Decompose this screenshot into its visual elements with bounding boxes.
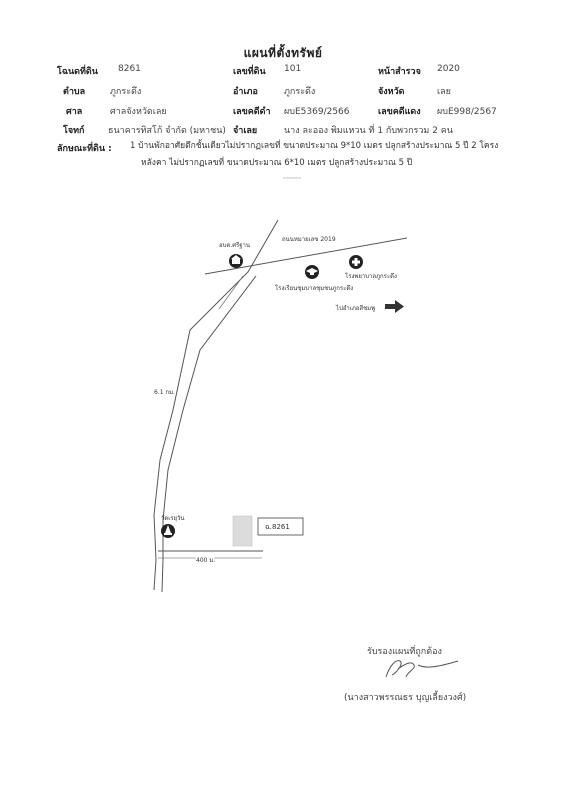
- court-value: ศาลจังหวัดเลย: [110, 107, 167, 117]
- graduation-cap-icon: [305, 265, 319, 279]
- defendant-label: จำเลย: [233, 126, 258, 136]
- road-parallel: [161, 275, 257, 593]
- province-label: จังหวัด: [378, 87, 405, 97]
- red-case-label: เลขคดีแดง: [378, 107, 421, 117]
- black-case-value: ผบE5369/2566: [284, 107, 350, 117]
- building-icon: [229, 254, 243, 268]
- subdistrict-label: ตำบล: [63, 87, 86, 97]
- hospital-label: โรงพยาบาลภูกระดึง: [345, 272, 397, 280]
- road-2019: [204, 237, 408, 275]
- land-desc-line1: 1 บ้านพักอาศัยตึกชั้นเดียวไม่ปรากฏเลขที่…: [130, 141, 499, 151]
- district-label: อำเภอ: [233, 87, 258, 97]
- defendant-value: นาง ละออง พิมแหวน ที่ 1 กับพวกรวม 2 คน: [284, 126, 453, 136]
- deed-no-value: 8261: [118, 64, 141, 74]
- deed-no-label: โฉนดที่ดิน: [57, 67, 98, 77]
- survey-page-value: 2020: [437, 64, 460, 74]
- school-label: โรงเรียนชุมบาลชุมชนภูกระดึง: [275, 284, 353, 292]
- hospital-cross-icon: [349, 255, 363, 269]
- court-label: ศาล: [66, 107, 83, 117]
- land-no-label: เลขที่ดิน: [233, 67, 266, 77]
- red-case-value: ผบE998/2567: [437, 107, 497, 117]
- temple-stupa-icon: [161, 524, 175, 538]
- handwritten-signature: [385, 660, 459, 678]
- parcel-label: ฉ.8261: [265, 523, 290, 531]
- road-label: ถนนหมายเลข 2019: [282, 236, 336, 243]
- black-case-label: เลขคดีดำ: [233, 107, 271, 117]
- plaintiff-label: โจทก์: [63, 126, 85, 136]
- road-main: [153, 219, 279, 591]
- arrow-right-icon: [385, 300, 404, 313]
- land-desc-line2: หลังคา ไม่ปรากฏเลขที่ ขนาดประมาณ 6*10 เม…: [141, 158, 413, 168]
- land-no-value: 101: [284, 64, 302, 74]
- temple-label: วัดเรยุวัน: [161, 515, 185, 522]
- land-desc-label: ลักษณะที่ดิน :: [57, 144, 112, 154]
- parcel-label-box: [257, 517, 304, 536]
- distance-label: 6.1 กม.: [154, 389, 175, 396]
- office-label: อบต.ศรีฐาน: [219, 241, 250, 249]
- signer-name: (นางสาวพรรณธร บุญเลี้ยงวงศ์): [344, 693, 467, 703]
- province-value: เลย: [437, 87, 451, 97]
- subdistrict-value: ภูกระดึง: [110, 87, 142, 97]
- page-title: แผนที่ตั้งทรัพย์: [243, 46, 323, 60]
- road-branch: [218, 275, 244, 310]
- plaintiff-value: ธนาคารทิสโก้ จำกัด (มหาชน): [108, 126, 226, 136]
- direction-label: ไปอำเภอสีชมพู: [335, 304, 375, 312]
- parcel-area: [232, 515, 253, 547]
- district-value: ภูกระดึง: [284, 87, 316, 97]
- temple-distance-label: 400 ม.: [196, 557, 215, 564]
- certify-text: รับรองแผนที่ถูกต้อง: [367, 647, 442, 657]
- survey-page-label: หน้าสำรวจ: [378, 67, 421, 77]
